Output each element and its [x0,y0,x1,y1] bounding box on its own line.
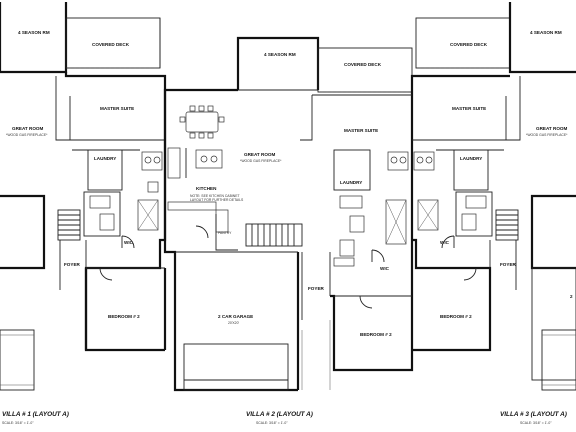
v2-kitchen-label: KITCHEN [196,186,217,191]
v1-bedroom-label: BEDROOM # 2 [108,314,140,319]
villa-3-plan [410,2,576,391]
v3-great-room-label: GREAT ROOM [536,126,567,131]
v1-foyer-label: FOYER [64,262,81,267]
v3-bedroom-label: BEDROOM # 2 [440,314,472,319]
v2-laundry-label: LAUNDRY [340,180,362,185]
v3-covered-deck-label: COVERED DECK [450,42,488,47]
v3-master-suite-label: MASTER SUITE [452,106,486,111]
villa-1-scale: SCALE: 3/16" = 1'-0" [2,421,34,425]
v3-cut-room-label: 2 [570,294,573,299]
v1-covered-deck-label: COVERED DECK [92,42,130,47]
villa-1-title: VILLA # 1 (LAYOUT A) [2,411,69,418]
v1-wic-label: WIC [124,240,134,245]
v3-great-room-note: *WOOD GAS FIREPLACE* [526,133,568,137]
v2-four-season-label: 4 SEASON RM [264,52,296,57]
v2-great-room-label: GREAT ROOM [244,152,275,157]
v1-great-room-note: *WOOD GAS FIREPLACE* [6,133,48,137]
v1-laundry-label: LAUNDRY [94,156,116,161]
v3-foyer-label: FOYER [500,262,517,267]
v1-master-suite-label: MASTER SUITE [100,106,134,111]
v3-four-season-label: 4 SEASON RM [530,30,562,35]
villa-2-scale: SCALE: 3/16" = 1'-0" [256,421,288,425]
v2-wic-label: WIC [380,266,390,271]
v2-pantry-label: PANTRY [218,231,232,235]
v2-garage-dims: 20'X20' [228,321,239,325]
v2-covered-deck-label: COVERED DECK [344,62,382,67]
villa-3-title: VILLA # 3 (LAYOUT A) [500,411,567,418]
v3-wic-label: WIC [440,240,450,245]
villa-2-plan [163,36,414,392]
v2-bedroom-label: BEDROOM # 2 [360,332,392,337]
v3-laundry-label: LAUNDRY [460,156,482,161]
v2-great-room-note: *WOOD GAS FIREPLACE* [240,159,282,163]
v2-foyer-label: FOYER [308,286,325,291]
v2-garage-label: 2 CAR GARAGE [218,314,253,319]
v2-master-suite-label: MASTER SUITE [344,128,378,133]
v1-great-room-label: GREAT ROOM [12,126,43,131]
v1-four-season-label: 4 SEASON RM [18,30,50,35]
villa-1-plan [0,2,167,391]
v2-kitchen-note-2: LAYOUT FOR FURTHER DETAILS [190,198,244,202]
v2-kitchen-note-1: NOTE: SEE KITCHEN CABINET [190,194,240,198]
villa-3-scale: SCALE: 3/16" = 1'-0" [520,421,552,425]
villa-2-title: VILLA # 2 (LAYOUT A) [246,411,313,418]
